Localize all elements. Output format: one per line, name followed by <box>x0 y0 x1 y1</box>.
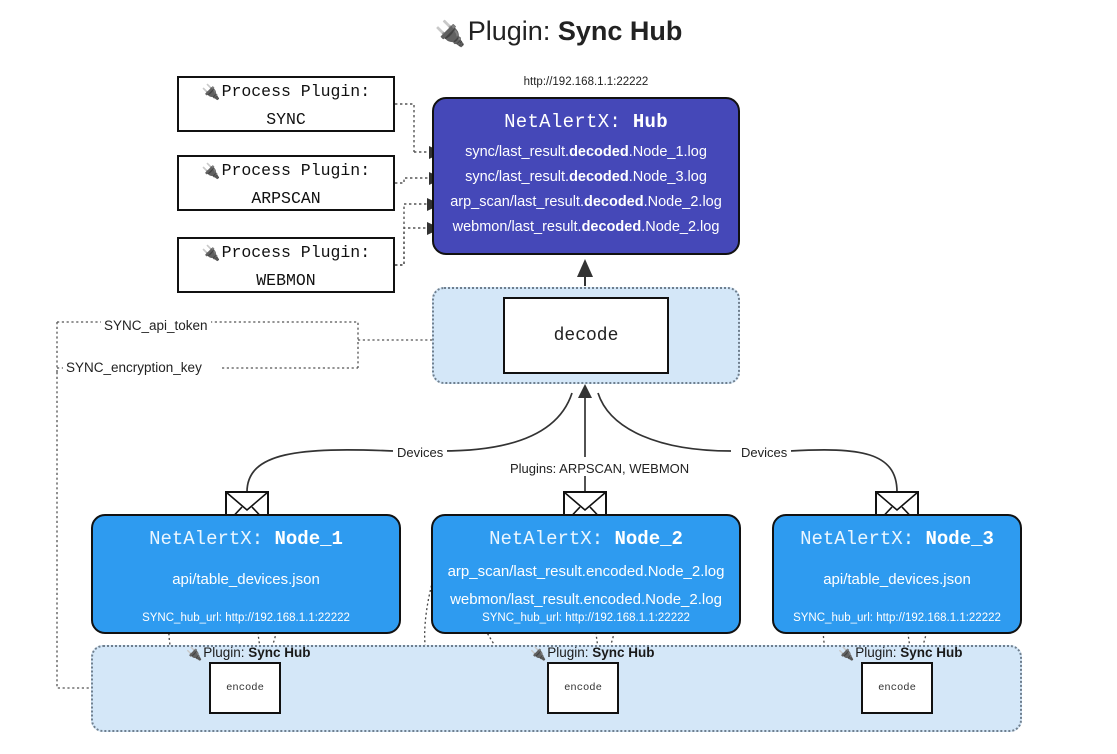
node-line: api/table_devices.json <box>172 571 320 588</box>
node-title: NetAlertX: Node_1 <box>93 528 399 550</box>
log-em: decoded <box>569 169 629 185</box>
node-line-list: arp_scan/last_result.encoded.Node_2.log … <box>433 558 739 614</box>
page-title: 🔌Plugin: Sync Hub <box>0 16 1117 49</box>
node-line-list: api/table_devices.json <box>93 566 399 594</box>
page-title-name: Sync Hub <box>557 16 683 46</box>
plug-icon: 🔌 <box>434 20 466 48</box>
sync-hub-plugin-label-1: 🔌Plugin: Sync Hub <box>186 645 310 662</box>
sync-encryption-key-label: SYNC_encryption_key <box>63 360 205 375</box>
log-post: .Node_3.log <box>628 169 707 185</box>
hub-box[interactable]: NetAlertX: Hub sync/last_result.decoded.… <box>432 97 740 255</box>
process-plugin-header: 🔌Process Plugin: <box>179 240 393 268</box>
hub-title: NetAlertX: Hub <box>434 111 738 133</box>
process-plugin-sync-box[interactable]: 🔌Process Plugin: SYNC <box>177 76 395 132</box>
node-line: arp_scan/last_result.encoded.Node_2.log <box>447 563 725 580</box>
node-title-prefix: NetAlertX: <box>800 528 926 550</box>
sync-api-token-label: SYNC_api_token <box>101 318 211 333</box>
log-post: .Node_2.log <box>641 219 720 235</box>
log-pre: sync/last_result. <box>465 144 570 160</box>
sync-hub-plugin-label-3: 🔌Plugin: Sync Hub <box>838 645 962 662</box>
encode-box-node-3[interactable]: encode <box>861 662 933 714</box>
plug-icon: 🔌 <box>201 164 221 181</box>
hub-log-row: arp_scan/last_result.decoded.Node_2.log <box>434 190 738 215</box>
process-plugin-name: SYNC <box>266 110 306 129</box>
node-hub-url: SYNC_hub_url: http://192.168.1.1:22222 <box>482 612 690 624</box>
node-box-node-1[interactable]: NetAlertX: Node_1 api/table_devices.json… <box>91 514 401 634</box>
devices-label-left: Devices <box>393 445 448 460</box>
sync-hub-plugin-label-2: 🔌Plugin: Sync Hub <box>530 645 654 662</box>
hub-url-label: http://192.168.1.1:22222 <box>523 76 649 88</box>
plug-icon: 🔌 <box>838 646 855 661</box>
process-plugin-webmon-box[interactable]: 🔌Process Plugin: WEBMON <box>177 237 395 293</box>
node-hub-url: SYNC_hub_url: http://192.168.1.1:22222 <box>793 612 1001 624</box>
node-title-name: Node_1 <box>274 528 343 550</box>
process-plugin-label: Process Plugin: <box>221 82 371 101</box>
devices-label-right: Devices <box>737 445 792 460</box>
hub-log-row: sync/last_result.decoded.Node_3.log <box>434 165 738 190</box>
encode-box-node-1[interactable]: encode <box>209 662 281 714</box>
encode-box-node-2[interactable]: encode <box>547 662 619 714</box>
plug-icon: 🔌 <box>201 246 221 263</box>
node-line: webmon/last_result.encoded.Node_2.log <box>450 591 722 608</box>
plugin-label-prefix: Plugin: <box>547 645 593 660</box>
decode-box[interactable]: decode <box>503 297 669 374</box>
node-line-list: api/table_devices.json <box>774 566 1020 594</box>
plug-icon: 🔌 <box>201 85 221 102</box>
log-post: .Node_1.log <box>628 144 707 160</box>
log-em: decoded <box>583 194 644 210</box>
process-plugin-label: Process Plugin: <box>221 243 371 262</box>
plugin-label-prefix: Plugin: <box>203 645 249 660</box>
hub-title-prefix: NetAlertX: <box>504 111 633 133</box>
page-title-prefix: Plugin: <box>467 16 558 46</box>
process-plugin-header: 🔌Process Plugin: <box>179 158 393 186</box>
log-pre: arp_scan/last_result. <box>450 194 584 210</box>
node-line: api/table_devices.json <box>823 571 971 588</box>
log-pre: sync/last_result. <box>465 169 570 185</box>
log-em: decoded <box>581 219 642 235</box>
node-box-node-2[interactable]: NetAlertX: Node_2 arp_scan/last_result.e… <box>431 514 741 634</box>
node-title-name: Node_2 <box>614 528 683 550</box>
process-plugin-name: WEBMON <box>256 271 316 290</box>
node-title-prefix: NetAlertX: <box>149 528 275 550</box>
log-post: .Node_2.log <box>643 194 722 210</box>
plugin-label-prefix: Plugin: <box>855 645 901 660</box>
plugins-label: Plugins: ARPSCAN, WEBMON <box>506 461 694 476</box>
node-title: NetAlertX: Node_3 <box>774 528 1020 550</box>
hub-log-row: sync/last_result.decoded.Node_1.log <box>434 140 738 165</box>
plugin-label-name: Sync Hub <box>248 645 311 660</box>
node-title-prefix: NetAlertX: <box>489 528 615 550</box>
plugin-label-name: Sync Hub <box>900 645 963 660</box>
node-hub-url: SYNC_hub_url: http://192.168.1.1:22222 <box>142 612 350 624</box>
log-em: decoded <box>569 144 629 160</box>
process-plugin-label: Process Plugin: <box>221 161 371 180</box>
process-plugin-name: ARPSCAN <box>251 189 321 208</box>
plugin-label-name: Sync Hub <box>592 645 655 660</box>
node-box-node-3[interactable]: NetAlertX: Node_3 api/table_devices.json… <box>772 514 1022 634</box>
plug-icon: 🔌 <box>530 646 547 661</box>
process-plugin-header: 🔌Process Plugin: <box>179 79 393 107</box>
plug-icon: 🔌 <box>186 646 203 661</box>
node-title: NetAlertX: Node_2 <box>433 528 739 550</box>
log-pre: webmon/last_result. <box>452 219 582 235</box>
hub-title-name: Hub <box>632 111 668 133</box>
hub-log-list: sync/last_result.decoded.Node_1.log sync… <box>434 140 738 240</box>
process-plugin-arpscan-box[interactable]: 🔌Process Plugin: ARPSCAN <box>177 155 395 211</box>
node-title-name: Node_3 <box>925 528 994 550</box>
hub-log-row: webmon/last_result.decoded.Node_2.log <box>434 215 738 240</box>
